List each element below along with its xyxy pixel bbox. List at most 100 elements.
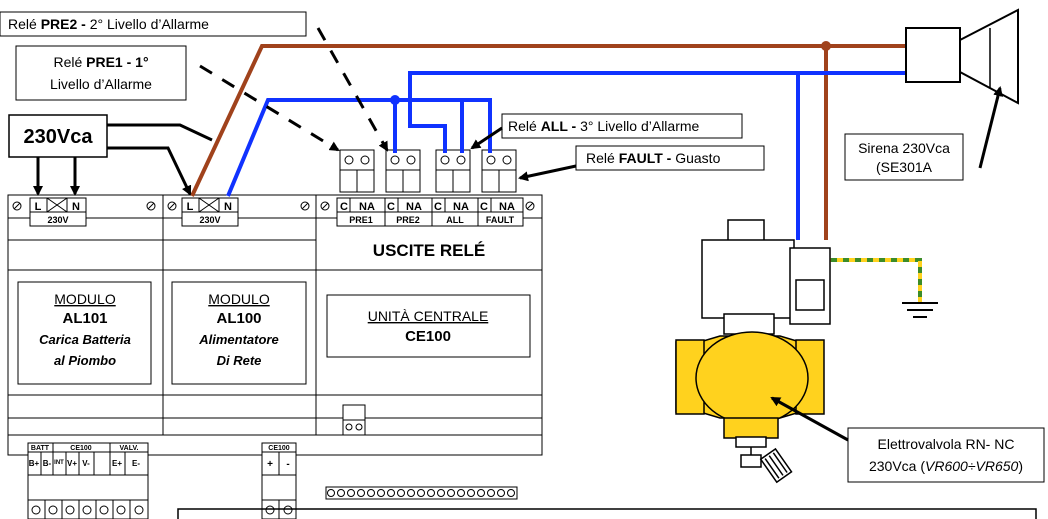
ground-wire: [825, 258, 938, 318]
valve-label-1: Elettrovalvola RN- NC: [878, 436, 1015, 452]
callout-all-b: ALL: [541, 118, 569, 134]
callout-fault: Relé FAULT - Guasto: [575, 145, 765, 171]
ce100-bottom-screws: [327, 489, 515, 497]
siren-label-2: (SE301A: [876, 159, 933, 175]
pin-eminus: E-: [132, 459, 140, 468]
blue-junction: [390, 95, 400, 105]
callout-valve: Elettrovalvola RN- NC 230Vca (VR600÷VR65…: [847, 427, 1045, 483]
callout-pre2-d: 2° Livello d’Allarme: [90, 16, 209, 32]
module-al100-desc-1: Alimentatore: [198, 332, 278, 347]
bottom-terminal-labels-al100: CE100 + -: [267, 445, 290, 470]
strip-screw-icon: [437, 489, 445, 497]
strip-screw-icon: [457, 489, 465, 497]
module-al100-panel: MODULO AL100 Alimentatore Di Rete: [171, 281, 307, 385]
al100-mains-terminal: L N 230V: [181, 197, 239, 227]
ce100-small-connector: [342, 404, 366, 436]
terminal-l-label: L: [187, 201, 194, 213]
siren-icon: [905, 8, 1019, 105]
svg-text:230Vca (VR600÷VR650): 230Vca (VR600÷VR650): [869, 458, 1023, 474]
callout-all: Relé ALL - 3° Livello d’Allarme: [501, 113, 743, 139]
terminal-l-label: L: [35, 201, 42, 213]
pin-int: INT: [54, 460, 64, 466]
pin-bminus: B-: [43, 459, 52, 468]
relay-pre2-c: C: [387, 201, 395, 213]
callout-siren: Sirena 230Vca (SE301A: [844, 133, 964, 181]
pin-minus: -: [286, 459, 289, 470]
note-box: [177, 508, 1037, 519]
blue-wire-main: [226, 98, 492, 197]
mount-screws: [12, 201, 535, 211]
relay-pre1-name: PRE1: [349, 215, 373, 225]
strip-screw-icon: [447, 489, 455, 497]
callout-pre1-c: Livello d’Allarme: [50, 76, 152, 92]
callout-fault-d: Guasto: [675, 150, 720, 166]
relay-fault-na: NA: [499, 201, 515, 213]
relay-all-c: C: [434, 201, 442, 213]
strip-screw-icon: [357, 489, 365, 497]
module-ce100-code: CE100: [405, 328, 451, 345]
callout-pre2: Relé PRE2 - 2° Livello d’Allarme: [0, 11, 307, 37]
bottom-screws-al101: [27, 499, 149, 519]
strip-screw-icon: [487, 489, 495, 497]
relay-output-terminals: [336, 197, 524, 227]
pin-plus: +: [267, 459, 273, 470]
strip-screw-icon: [497, 489, 505, 497]
strip-screw-icon: [347, 489, 355, 497]
module-al100-desc-2: Di Rete: [217, 353, 262, 368]
module-al101-desc-1: Carica Batteria: [39, 332, 131, 347]
relay-terminal-labels: C NA PRE1 C NA PRE2 C NA ALL C NA FAULT: [340, 201, 515, 225]
relay-outputs-header: USCITE RELÉ: [373, 241, 485, 260]
strip-screw-icon: [427, 489, 435, 497]
relay-pre2-na: NA: [406, 201, 422, 213]
strip-screw-icon: [377, 489, 385, 497]
terminal-voltage-label: 230V: [199, 215, 220, 225]
module-ce100-panel: USCITE RELÉ UNITÀ CENTRALE CE100: [326, 241, 531, 358]
svg-text:Relé PRE2 - 2° Livello d’Allar: Relé PRE2 - 2° Livello d’Allarme: [8, 16, 209, 32]
module-al101-panel: MODULO AL101 Carica Batteria al Piombo: [17, 281, 152, 385]
valve-label-2c: ): [1018, 458, 1023, 474]
callout-all-d: 3° Livello d’Allarme: [580, 118, 699, 134]
relay-fault-c: C: [480, 201, 488, 213]
relay-fault-name: FAULT: [486, 215, 515, 225]
strip-screw-icon: [397, 489, 405, 497]
pin-vminus: V-: [82, 459, 90, 468]
group-batt: BATT: [31, 445, 50, 452]
strip-screw-icon: [387, 489, 395, 497]
siren-label-1: Sirena 230Vca: [858, 140, 950, 156]
al101-mains-terminal: L N 230V: [29, 197, 87, 227]
module-al100-code: AL100: [216, 310, 261, 327]
callout-supply: 230Vca: [8, 114, 108, 158]
callout-fault-a: Relé: [586, 150, 619, 166]
pointer-arrows: [33, 27, 1003, 442]
relay-pre1-na: NA: [359, 201, 375, 213]
terminal-n-label: N: [72, 201, 80, 213]
callout-all-a: Relé: [508, 118, 541, 134]
callout-pre2-c: -: [77, 16, 89, 32]
module-al101-desc-2: al Piombo: [54, 353, 116, 368]
bottom-terminals-al101: [27, 442, 149, 476]
terminal-voltage-label: 230V: [47, 215, 68, 225]
strip-screw-icon: [417, 489, 425, 497]
group-ce100: CE100: [70, 445, 92, 452]
callout-fault-b: FAULT: [619, 150, 664, 166]
valve-label-2a: 230Vca (: [869, 458, 925, 474]
callout-pre2-a: Relé: [8, 16, 41, 32]
callout-pre1: Relé PRE1 - 1° Livello d’Allarme: [15, 45, 187, 101]
pin-eplus: E+: [112, 459, 122, 468]
pin-bplus: B+: [29, 459, 40, 468]
callout-pre1-b: PRE1 - 1°: [86, 54, 148, 70]
group-valv: VALV.: [120, 445, 139, 452]
callout-fault-c: -: [663, 150, 675, 166]
callout-pre1-a: Relé: [53, 54, 86, 70]
valve-label-2b: VR600÷VR650: [925, 458, 1019, 474]
strip-screw-icon: [367, 489, 375, 497]
module-al101-caption: MODULO: [54, 291, 116, 307]
pin-vplus: V+: [67, 459, 77, 468]
module-ce100-caption: UNITÀ CENTRALE: [368, 308, 489, 324]
callout-pre2-b: PRE2: [41, 16, 78, 32]
svg-text:Relé FAULT - Guasto: Relé FAULT - Guasto: [586, 150, 721, 166]
svg-text:Relé ALL - 3° Livello d’Allarm: Relé ALL - 3° Livello d’Allarme: [508, 118, 700, 134]
solenoid-valve-icon: [675, 219, 831, 484]
strip-screw-icon: [467, 489, 475, 497]
